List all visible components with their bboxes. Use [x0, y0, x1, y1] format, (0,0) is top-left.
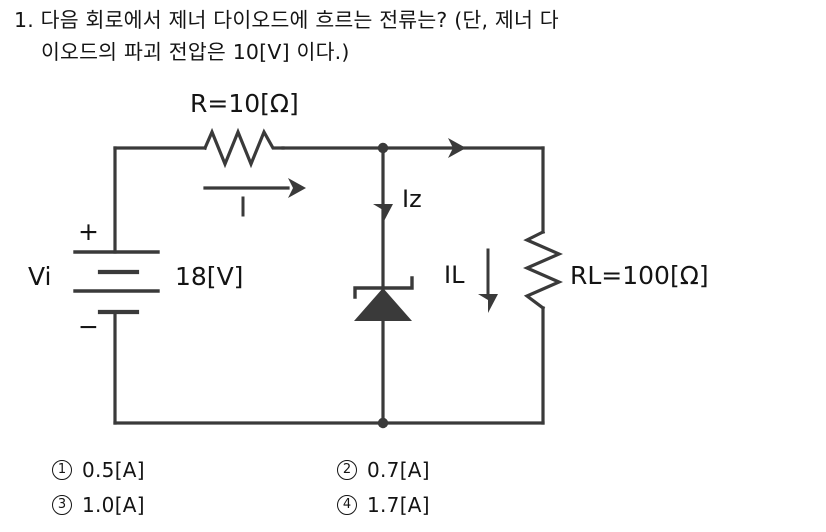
answer-marker-4: 4 — [337, 494, 357, 515]
junction-dot-top — [377, 142, 389, 154]
arrowhead-load-current — [478, 294, 498, 313]
answer-row-2: 3 1.0[A] 4 1.7[A] — [52, 487, 812, 522]
answer-marker-2: 2 — [337, 459, 357, 480]
resistor-load-zigzag — [523, 229, 563, 311]
answer-option-4[interactable]: 4 1.7[A] — [337, 493, 622, 517]
junction-dot-bottom — [377, 417, 389, 429]
answer-text-1: 0.5[A] — [82, 457, 145, 482]
label-source-minus: − — [78, 312, 99, 341]
label-series-resistor: R=10[Ω] — [190, 89, 299, 118]
label-load-current: IL — [444, 261, 465, 289]
label-source-name: Vi — [28, 262, 52, 291]
arrowhead-zener-current — [373, 204, 393, 223]
label-zener-current: Iz — [402, 185, 422, 213]
answer-text-3: 1.0[A] — [82, 492, 145, 517]
answer-marker-3: 3 — [52, 494, 72, 515]
label-source-value: 18[V] — [175, 262, 243, 291]
answer-option-2[interactable]: 2 0.7[A] — [337, 458, 622, 482]
zener-diode-icon — [354, 288, 412, 321]
answer-choices: 1 0.5[A] 2 0.7[A] 3 1.0[A] 4 1.7[A] — [52, 452, 812, 522]
arrowhead-series-current — [288, 178, 306, 198]
answer-row-1: 1 0.5[A] 2 0.7[A] — [52, 452, 812, 487]
answer-marker-1: 1 — [52, 459, 72, 480]
question-line-1: 1. 다음 회로에서 제너 다이오드에 흐르는 전류는? (단, 제너 다 — [14, 8, 559, 32]
resistor-series-zigzag — [202, 127, 285, 169]
label-load-resistor: RL=100[Ω] — [570, 261, 709, 290]
question-text-block: 1. 다음 회로에서 제너 다이오드에 흐르는 전류는? (단, 제너 다 이오… — [14, 4, 814, 68]
question-line-2: 이오드의 파괴 전압은 10[V] 이다.) — [41, 40, 350, 64]
answer-option-1[interactable]: 1 0.5[A] — [52, 458, 337, 482]
answer-text-2: 0.7[A] — [367, 457, 430, 482]
answer-text-4: 1.7[A] — [367, 492, 430, 517]
label-source-plus: + — [78, 217, 99, 246]
circuit-diagram: R=10[Ω] Vi + − 18[V] Iz IL RL=100[Ω] — [0, 82, 826, 442]
arrowhead-top-right-current — [448, 138, 466, 158]
answer-option-3[interactable]: 3 1.0[A] — [52, 493, 337, 517]
zener-bar — [353, 276, 414, 299]
